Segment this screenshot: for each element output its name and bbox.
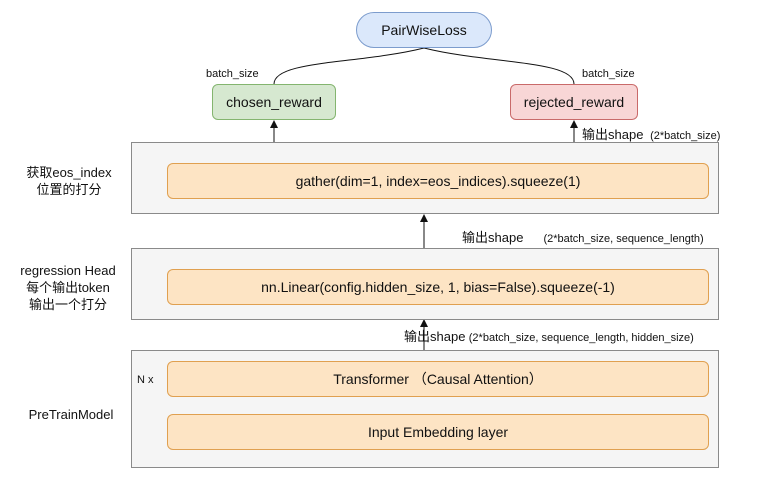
chosen-to-loss-curve xyxy=(273,47,425,85)
gather-side-label: 获取eos_index 位置的打分 xyxy=(14,164,124,198)
gather-op-label: gather(dim=1, index=eos_indices).squeeze… xyxy=(295,173,581,189)
pairwise-loss-node: PairWiseLoss xyxy=(356,12,492,48)
embedding-label: Input Embedding layer xyxy=(367,424,509,440)
repeat-label: N x xyxy=(137,374,154,386)
gather-output-prefix: 输出shape xyxy=(582,127,644,142)
rejected-to-loss-curve xyxy=(423,47,575,85)
head-output-shape: 输出shape (2*batch_size, sequence_length) xyxy=(462,227,704,246)
head-side-line3: 输出一个打分 xyxy=(28,297,107,312)
pretrain-side-label: PreTrainModel xyxy=(28,407,114,422)
pairwise-loss-label: PairWiseLoss xyxy=(381,22,467,38)
pretrain-output-prefix: 输出shape xyxy=(404,329,466,344)
chosen-reward-label: chosen_reward xyxy=(226,94,322,110)
gather-side-line1: 获取eos_index xyxy=(26,165,112,180)
head-output-value: (2*batch_size, sequence_length) xyxy=(543,233,704,245)
gather-output-shape: 输出shape (2*batch_size) xyxy=(582,124,720,143)
linear-op-box: nn.Linear(config.hidden_size, 1, bias=Fa… xyxy=(167,269,709,305)
gather-side-line2: 位置的打分 xyxy=(36,182,102,197)
rejected-batch-size-label: batch_size xyxy=(582,68,635,80)
chosen-reward-node: chosen_reward xyxy=(212,84,336,120)
head-output-prefix: 输出shape xyxy=(462,230,524,245)
head-side-line2: 每个输出token xyxy=(26,280,110,295)
gather-op-box: gather(dim=1, index=eos_indices).squeeze… xyxy=(167,163,709,199)
rejected-reward-node: rejected_reward xyxy=(510,84,638,120)
pretrain-output-shape: 输出shape (2*batch_size, sequence_length, … xyxy=(404,326,694,345)
pretrain-output-value: (2*batch_size, sequence_length, hidden_s… xyxy=(468,332,694,344)
rejected-reward-label: rejected_reward xyxy=(523,94,625,110)
chosen-batch-size-label: batch_size xyxy=(206,68,259,80)
embedding-box: Input Embedding layer xyxy=(167,414,709,450)
linear-op-label: nn.Linear(config.hidden_size, 1, bias=Fa… xyxy=(261,279,615,295)
head-side-label: regression Head 每个输出token 输出一个打分 xyxy=(6,262,130,313)
head-side-line1: regression Head xyxy=(20,263,116,278)
transformer-box: Transformer （Causal Attention） xyxy=(167,361,709,397)
gather-output-value: (2*batch_size) xyxy=(650,130,721,142)
transformer-label: Transformer （Causal Attention） xyxy=(333,371,543,387)
